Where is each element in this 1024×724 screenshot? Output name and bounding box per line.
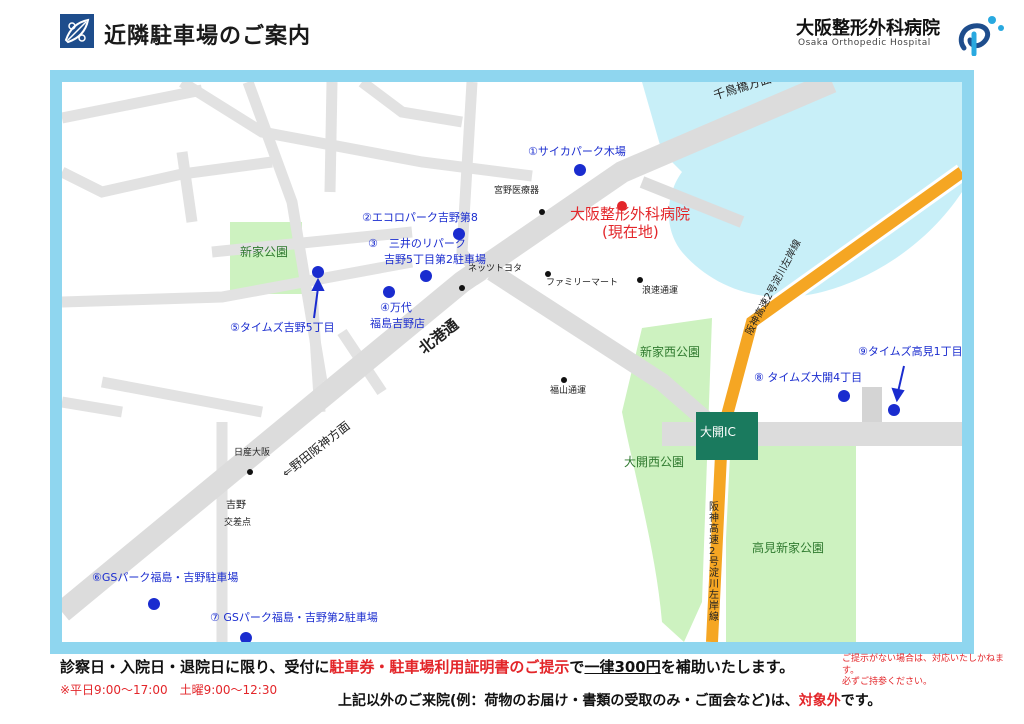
landmark-dot-naniwa [637, 277, 643, 283]
parking-marker-8[interactable] [838, 390, 850, 402]
hospital-logo-icon [952, 12, 1006, 57]
hospital-marker [617, 201, 627, 211]
parking-arrows [311, 277, 905, 403]
footer-note-2: 必ずご持参ください。 [842, 677, 933, 688]
landmark-nissan-osaka: 日産大阪 [234, 448, 271, 458]
parking-marker-3[interactable] [420, 270, 432, 282]
landmark-fukuyama-tsuun: 福山通運 [550, 386, 587, 396]
minor-roads [62, 82, 533, 642]
parking-marker-5[interactable] [312, 266, 324, 278]
parking-label-8[interactable]: ⑧ タイムズ大開4丁目 [754, 371, 863, 384]
parking-label-4b[interactable]: 福島吉野店 [370, 317, 425, 330]
landmark-dot-miyano [539, 209, 545, 215]
hospital-name-en: Osaka Orthopedic Hospital [798, 38, 931, 48]
map-frame: 千鳥橋方面⇒ ⇐野田阪神方面 北港通 阪神高速2号淀川左岸線 阪神高速2号淀川左… [50, 70, 974, 654]
landmark-dot-familymart [545, 271, 551, 277]
landmark-yoshino: 吉野 [226, 500, 246, 511]
hospital-name: 大阪整形外科病院 [796, 18, 940, 39]
parking-marker-6[interactable] [148, 598, 160, 610]
landmark-dot-fukuyama [561, 377, 567, 383]
landmark-familymart: ファミリーマート [546, 278, 619, 288]
parking-label-1[interactable]: ①サイカパーク木場 [528, 145, 626, 158]
footer-line1-b: 駐車券・駐車場利用証明書のご提示 [329, 658, 570, 676]
parking-label-4a[interactable]: ④万代 [380, 301, 412, 314]
hospital-label: 大阪整形外科病院 [570, 205, 691, 223]
footer-line1-c: で [569, 658, 585, 676]
park-label-shinke: 新家公園 [240, 245, 289, 259]
footer-line2-c: です。 [840, 693, 882, 709]
parking-markers [148, 164, 900, 642]
parking-label-9[interactable]: ⑨タイムズ高見1丁目 [858, 345, 963, 358]
parking-marker-4[interactable] [383, 286, 395, 298]
parking-lot-9-area [862, 387, 882, 433]
footer-exclusion-line: 上記以外のご来院(例：荷物のお届け・書類の受取のみ・ご面会など)は、対象外です。 [338, 690, 881, 710]
parking-label-6[interactable]: ⑥GSパーク福島・吉野駐車場 [92, 571, 239, 584]
road-label-expressway-2: 阪神高速2号淀川左岸線 [709, 502, 719, 623]
parking-label-2[interactable]: ②エコロパーク吉野第8 [362, 211, 478, 224]
footer-line2-a: 上記以外のご来院(例：荷物のお届け・書類の受取のみ・ご面会など)は、 [338, 693, 799, 709]
parking-label-3a[interactable]: ③ 三井のリパーク [368, 237, 466, 250]
footer-line1-a: 診察日・入院日・退院日に限り、受付に [60, 658, 330, 676]
footer-line1-e: を補助いたします。 [660, 658, 795, 676]
expressway-route [703, 164, 962, 642]
park-takami-shinke-area [726, 440, 856, 642]
river-water [642, 82, 962, 298]
interchange-label: 大開IC [700, 425, 736, 439]
landmark-naniwa-tsuun: 浪速通運 [642, 286, 679, 296]
map-canvas [62, 82, 962, 642]
landmark-netz-toyota: ネッツトヨタ [468, 264, 523, 274]
footer-line1-d: 一律300円 [584, 658, 661, 676]
parking-label-3b[interactable]: 吉野5丁目第2駐車場 [384, 253, 486, 266]
landmark-dots [247, 209, 643, 475]
footer-subsidy-line: 診察日・入院日・退院日に限り、受付に駐車券・駐車場利用証明書のご提示で一律300… [60, 656, 794, 677]
landmark-yoshino-sub: 交差点 [224, 518, 252, 528]
footer-note-1: ご提示がない場合は、対応いたしかねます。 [842, 654, 1005, 676]
park-label-shinke-nishi: 新家西公園 [640, 345, 701, 359]
parking-marker-7[interactable] [240, 632, 252, 642]
footer-hours: ※平日9:00～17:00 土曜9:00～12:30 [60, 683, 278, 697]
park-label-takami-shinke: 高見新家公園 [752, 541, 825, 555]
landmark-dot-nissan [247, 469, 253, 475]
parking-marker-2[interactable] [453, 228, 465, 240]
header-leaf-logo-icon [60, 14, 94, 48]
landmark-dot-netz [459, 285, 465, 291]
park-label-oohiraki-nishi: 大開西公園 [624, 455, 685, 469]
parking-marker-1[interactable] [574, 164, 586, 176]
footer-line2-b: 対象外 [798, 693, 841, 709]
parking-marker-9[interactable] [888, 404, 900, 416]
page-title: 近隣駐車場のご案内 [104, 24, 312, 49]
interchange-box [696, 412, 758, 460]
parking-label-7[interactable]: ⑦ GSパーク福島・吉野第2駐車場 [210, 611, 378, 624]
footer-note: ご提示がない場合は、対応いたしかねます。 必ずご持参ください。 [842, 654, 1018, 689]
hospital-sublabel: (現在地) [602, 223, 659, 241]
landmark-miyano: 宮野医療器 [494, 186, 540, 196]
parking-label-5[interactable]: ⑤タイムズ吉野5丁目 [230, 321, 335, 334]
